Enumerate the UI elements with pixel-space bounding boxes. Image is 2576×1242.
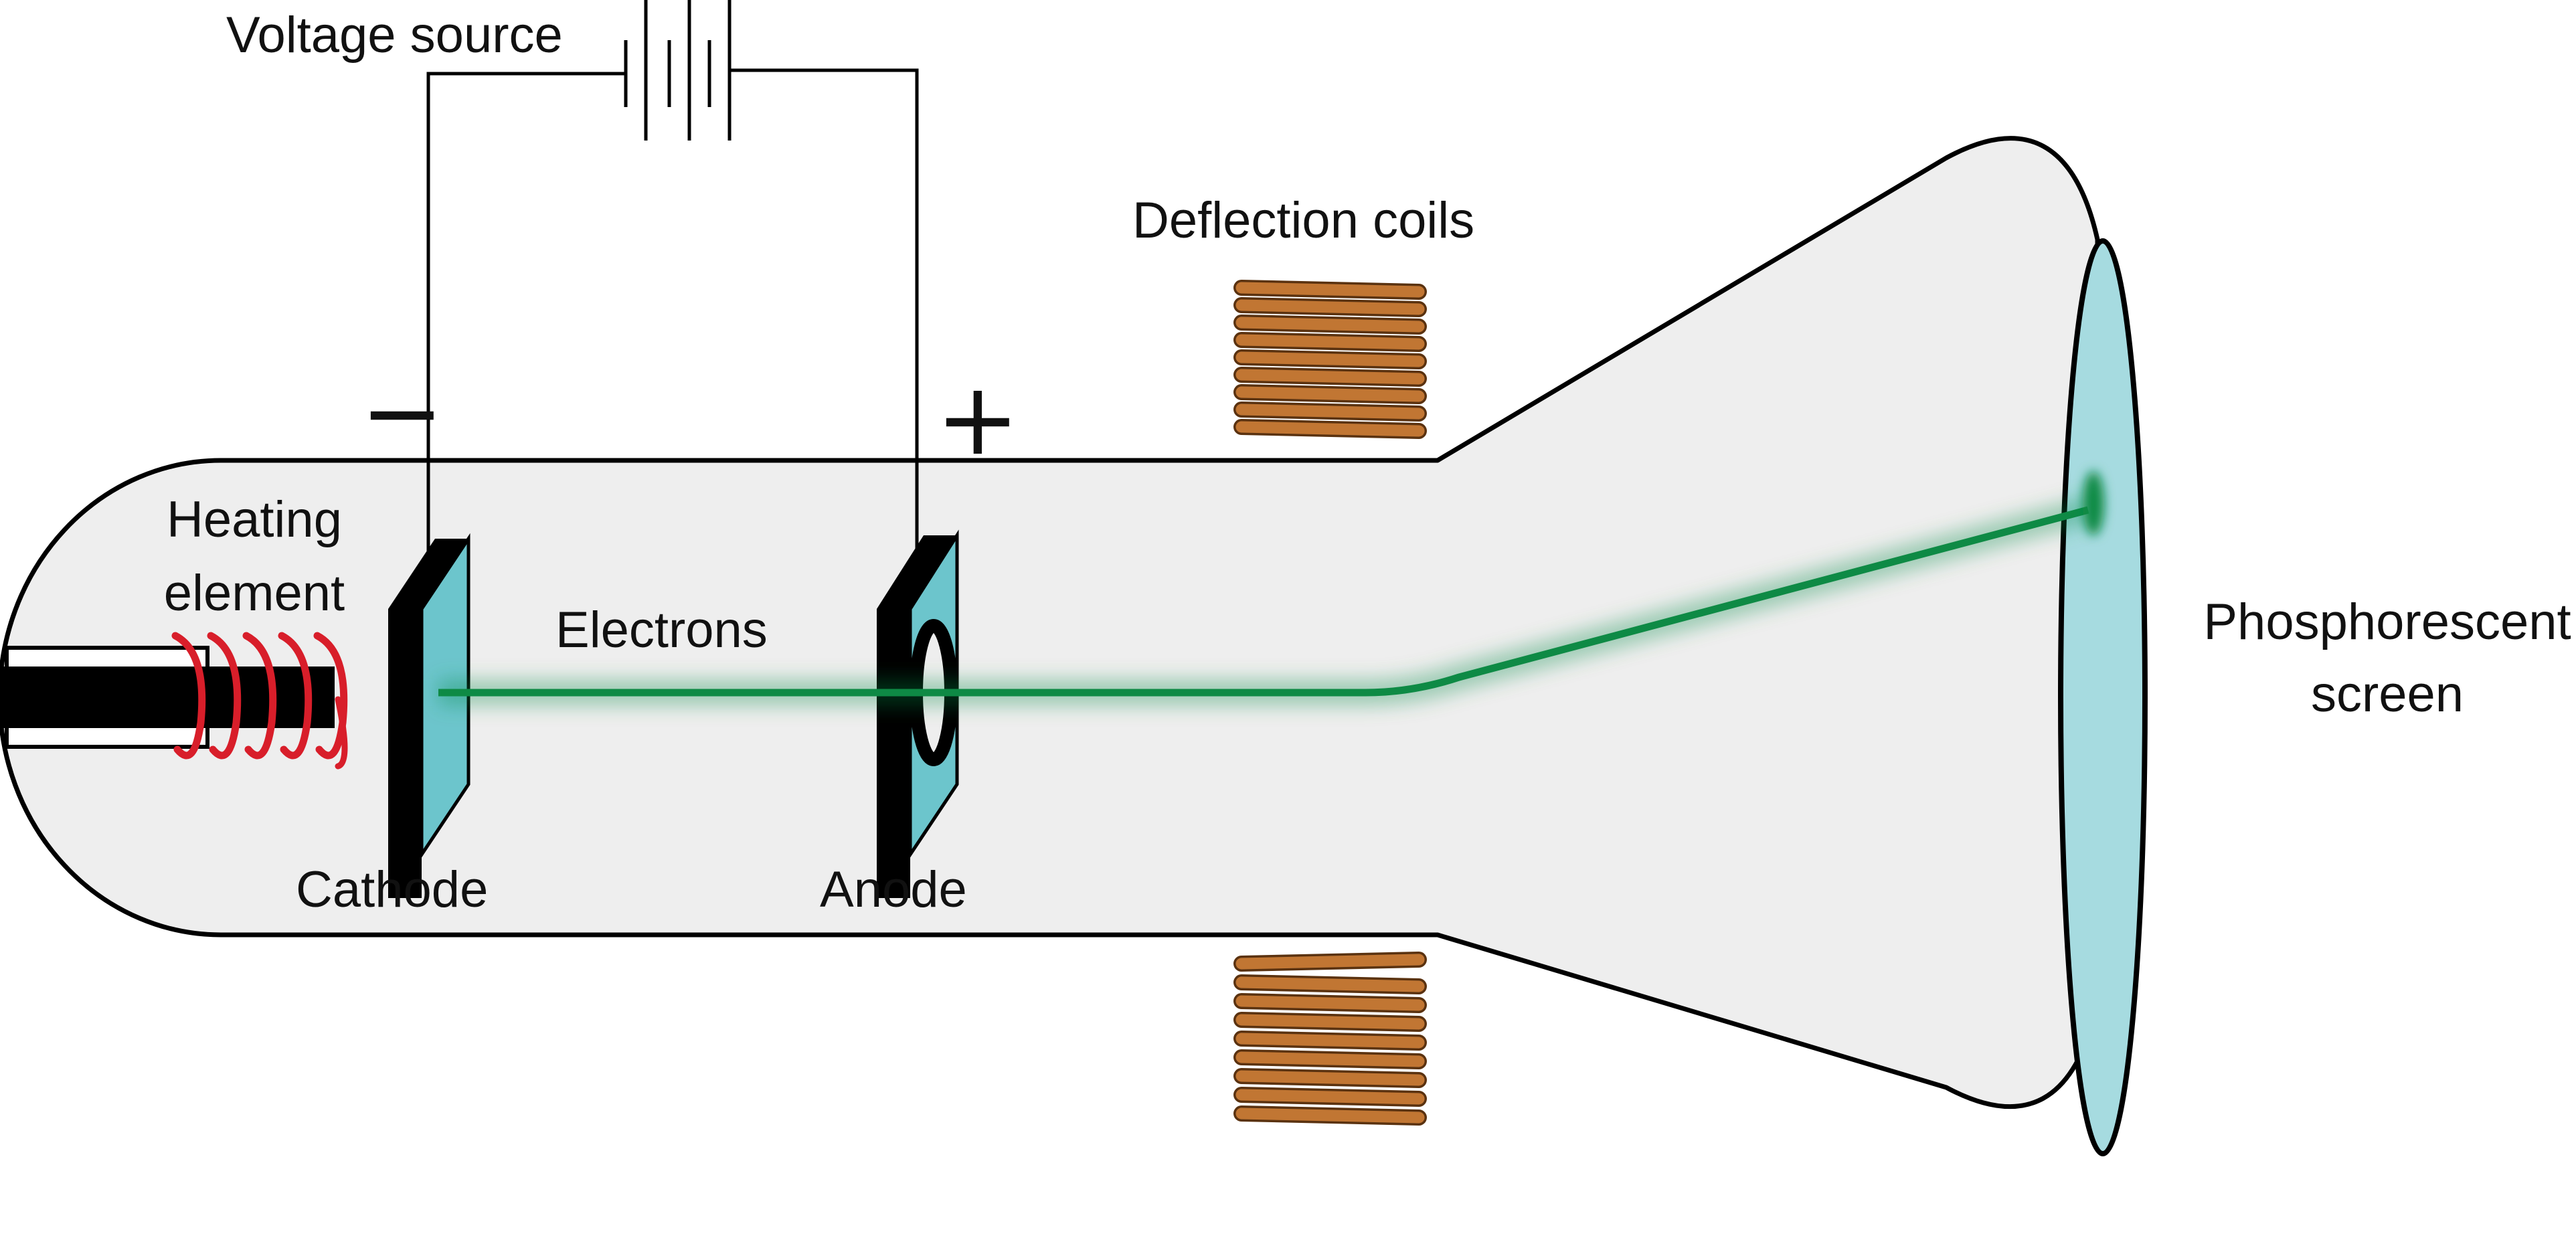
electrons-label: Electrons	[555, 602, 768, 658]
heating-element-label-line1: Heating	[167, 491, 342, 548]
plus-sign: +	[936, 361, 1020, 478]
phosphor-screen	[2058, 238, 2148, 1156]
voltage-source-label: Voltage source	[226, 7, 563, 64]
phosphorescent-screen-label-line1: Phosphorescent	[2203, 594, 2571, 650]
battery-icon	[624, 0, 732, 141]
beam-spot	[2083, 471, 2104, 535]
phosphorescent-screen-label-line2: screen	[2311, 666, 2464, 723]
tube-body	[0, 136, 2100, 1110]
heating-element-label-line2: element	[164, 565, 345, 622]
heating-element-coil	[171, 632, 348, 770]
heater-stem	[0, 646, 335, 749]
electron-beam	[438, 471, 2104, 706]
deflection-coil-top	[1233, 280, 1427, 439]
deflection-coil-bottom	[1233, 952, 1427, 1126]
anode-label: Anode	[820, 861, 967, 918]
minus-sign: −	[360, 355, 444, 471]
deflection-coils-label: Deflection coils	[1132, 192, 1474, 249]
voltage-wire	[426, 68, 919, 689]
cathode-label: Cathode	[296, 861, 488, 918]
